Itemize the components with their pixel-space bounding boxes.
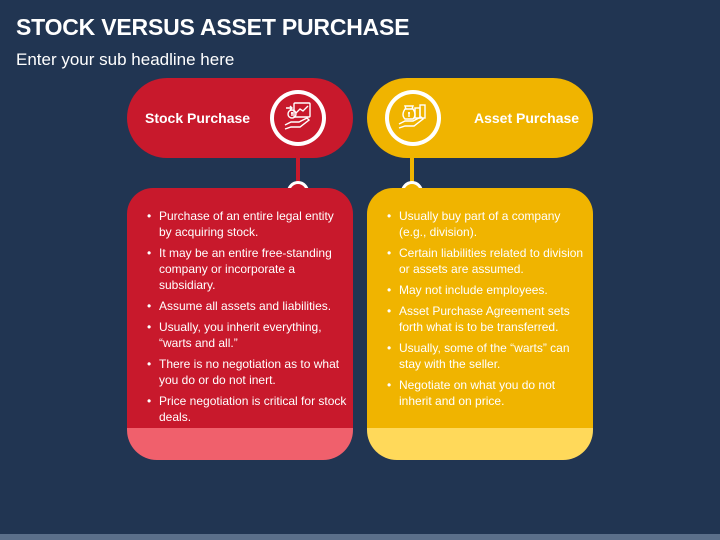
stock-purchase-header: Stock Purchase xyxy=(127,78,353,158)
asset-purchase-body: Usually buy part of a company (e.g., div… xyxy=(367,188,593,460)
asset-purchase-header: Asset Purchase xyxy=(367,78,593,158)
list-item: There is no negotiation as to what you d… xyxy=(147,356,347,388)
page-title: STOCK VERSUS ASSET PURCHASE xyxy=(16,14,410,40)
stock-icon-ring xyxy=(270,90,326,146)
asset-body-footer xyxy=(367,428,593,460)
page-subtitle: Enter your sub headline here xyxy=(16,50,235,69)
list-item: Negotiate on what you do not inherit and… xyxy=(387,377,587,409)
list-item: Asset Purchase Agreement sets forth what… xyxy=(387,303,587,335)
list-item: Assume all assets and liabilities. xyxy=(147,298,347,314)
stock-points-list: Purchase of an entire legal entity by ac… xyxy=(139,208,347,430)
stock-body-footer xyxy=(127,428,353,460)
list-item: It may be an entire free-standing compan… xyxy=(147,245,347,293)
stock-purchase-label: Stock Purchase xyxy=(145,110,251,126)
list-item: Purchase of an entire legal entity by ac… xyxy=(147,208,347,240)
asset-points-list: Usually buy part of a company (e.g., div… xyxy=(379,208,587,414)
list-item: May not include employees. xyxy=(387,282,587,298)
money-bag-hand-icon xyxy=(396,99,430,138)
list-item: Usually, some of the “warts” can stay wi… xyxy=(387,340,587,372)
stock-purchase-card: Stock Purchase Purchase o xyxy=(127,78,353,462)
money-hand-chart-icon xyxy=(281,99,315,138)
list-item: Usually buy part of a company (e.g., div… xyxy=(387,208,587,240)
list-item: Certain liabilities related to division … xyxy=(387,245,587,277)
asset-icon-ring xyxy=(385,90,441,146)
list-item: Usually, you inherit everything, “warts … xyxy=(147,319,347,351)
list-item: Price negotiation is critical for stock … xyxy=(147,393,347,425)
asset-purchase-card: Asset Purchase Usually buy part of a com… xyxy=(367,78,593,462)
asset-purchase-label: Asset Purchase xyxy=(474,110,580,126)
footer-bar xyxy=(0,534,720,540)
stock-purchase-body: Purchase of an entire legal entity by ac… xyxy=(127,188,353,460)
